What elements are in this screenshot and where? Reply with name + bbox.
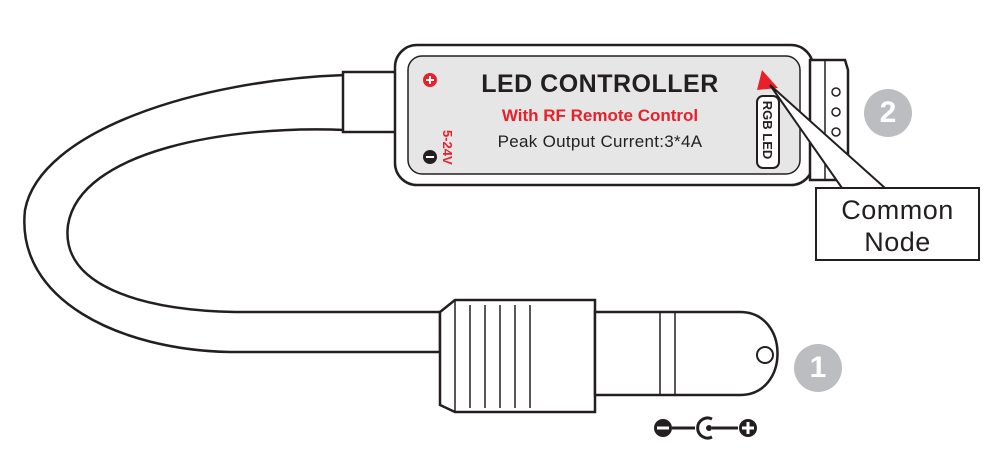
pin-hole — [831, 127, 841, 137]
dc-jack-hole — [756, 346, 774, 364]
controller-subtitle: With RF Remote Control — [501, 106, 699, 125]
warning-triangle-icon — [757, 70, 778, 90]
controller-title: LED CONTROLLER — [481, 70, 719, 98]
rgb-led-label: RGB LED — [760, 100, 775, 160]
grip-ridges — [469, 305, 531, 408]
badge-1-number: 1 — [809, 351, 827, 384]
minus-circle-icon — [423, 150, 437, 164]
badge-2-circle — [864, 89, 912, 137]
cable — [23, 73, 442, 354]
pin-hole — [831, 87, 841, 97]
plus-circle-icon — [423, 73, 437, 87]
rgb-led-box — [756, 95, 780, 169]
badge-1-circle — [794, 344, 842, 392]
badge-2-number: 2 — [879, 96, 897, 129]
common-node-callout: Common Node — [815, 187, 980, 261]
dc-jack-head — [593, 310, 779, 397]
pin-hole — [831, 107, 841, 117]
peak-output-label: Peak Output Current:3*4A — [497, 132, 703, 151]
strain-relief — [341, 70, 405, 134]
polarity-symbol-icon — [654, 416, 757, 440]
voltage-label: 5-24V — [440, 130, 455, 165]
callout-line-2: Node — [864, 227, 931, 257]
callout-line-1: Common — [841, 195, 954, 225]
dc-jack-sleeve — [438, 298, 597, 414]
